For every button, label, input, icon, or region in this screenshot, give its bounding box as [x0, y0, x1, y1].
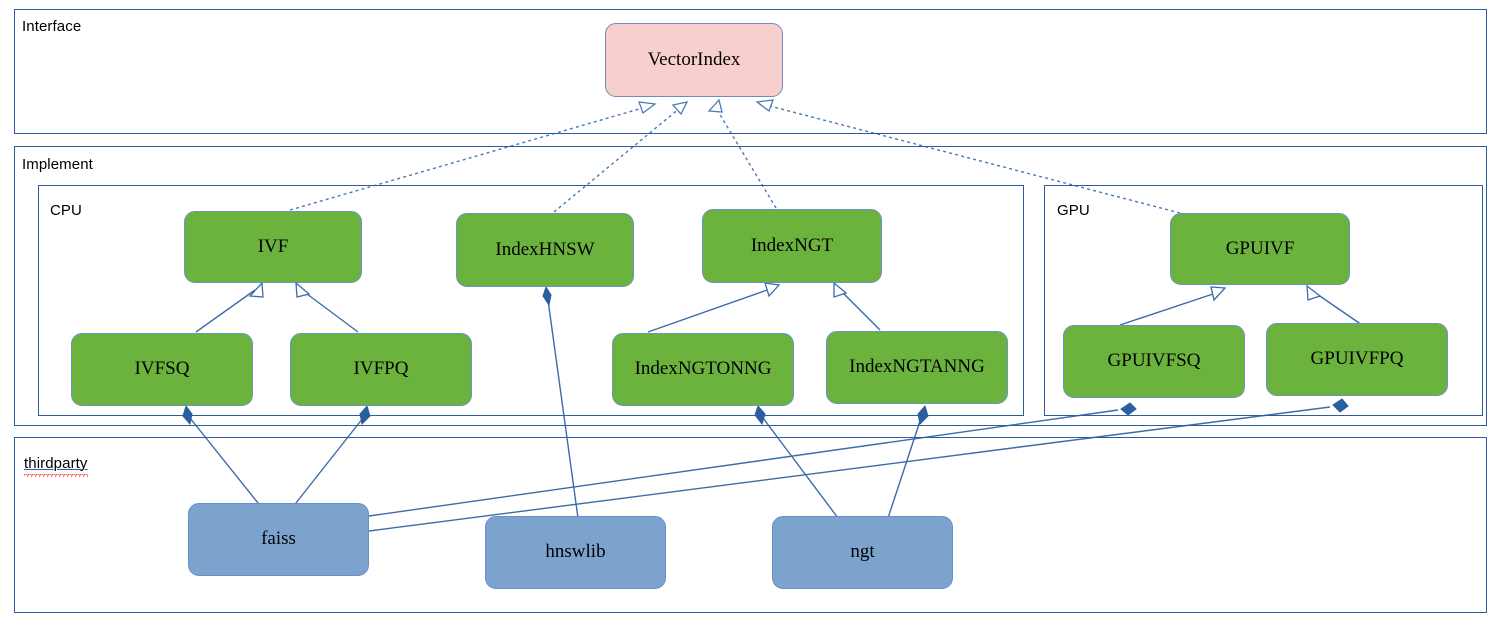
node-gpuivfpq[interactable]: GPUIVFPQ	[1266, 323, 1448, 396]
node-ivfsq[interactable]: IVFSQ	[71, 333, 253, 406]
group-implement-label: Implement	[22, 156, 93, 173]
node-vectorindex[interactable]: VectorIndex	[605, 23, 783, 97]
group-interface	[14, 9, 1487, 134]
node-indexngtanng[interactable]: IndexNGTANNG	[826, 331, 1008, 404]
node-ivf[interactable]: IVF	[184, 211, 362, 283]
group-gpu-label: GPU	[1057, 202, 1090, 219]
group-thirdparty-label-text: thirdparty	[24, 455, 88, 472]
node-indexngtonng[interactable]: IndexNGTONNG	[612, 333, 794, 406]
node-faiss[interactable]: faiss	[188, 503, 369, 576]
group-implement	[14, 146, 1487, 426]
node-gpuivfsq[interactable]: GPUIVFSQ	[1063, 325, 1245, 398]
group-gpu	[1044, 185, 1483, 416]
group-interface-label: Interface	[22, 18, 82, 35]
group-thirdparty	[14, 437, 1487, 613]
node-indexngt[interactable]: IndexNGT	[702, 209, 882, 283]
group-cpu	[38, 185, 1024, 416]
spellcheck-squiggle-underline	[24, 473, 88, 477]
group-cpu-label: CPU	[50, 202, 82, 219]
node-indexhnsw[interactable]: IndexHNSW	[456, 213, 634, 287]
node-hnswlib[interactable]: hnswlib	[485, 516, 666, 589]
node-gpuivf[interactable]: GPUIVF	[1170, 213, 1350, 285]
node-ngt[interactable]: ngt	[772, 516, 953, 589]
group-thirdparty-label: thirdparty	[24, 455, 88, 477]
node-ivfpq[interactable]: IVFPQ	[290, 333, 472, 406]
